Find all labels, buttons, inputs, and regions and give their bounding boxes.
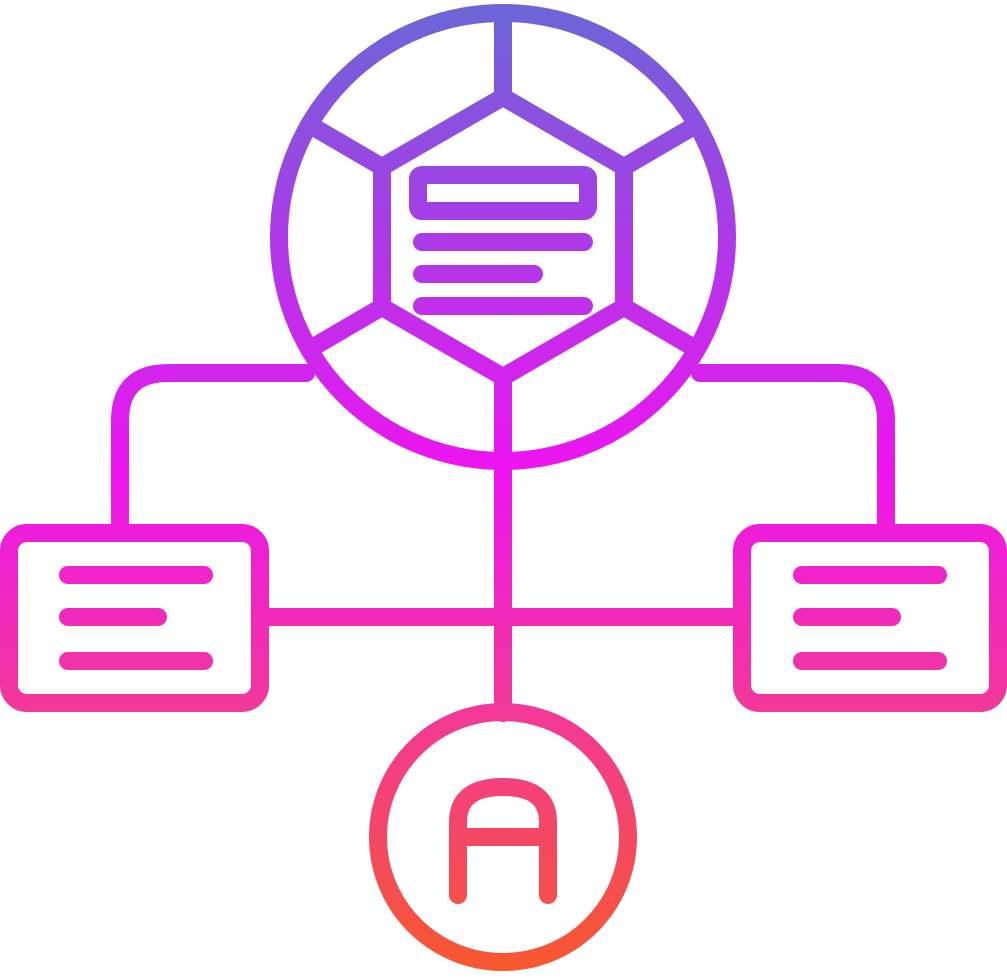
card-outline bbox=[733, 524, 1007, 712]
document-header-box bbox=[409, 166, 597, 220]
document-icon bbox=[409, 166, 597, 315]
left-note-card bbox=[0, 524, 269, 712]
letter-a-glyph bbox=[449, 778, 557, 904]
badge-outline bbox=[369, 703, 637, 971]
connector-lines bbox=[111, 364, 895, 722]
grade-a-badge bbox=[369, 703, 637, 971]
right-note-card bbox=[733, 524, 1007, 712]
ball-seams bbox=[301, 4, 705, 358]
card-outline bbox=[0, 524, 269, 712]
